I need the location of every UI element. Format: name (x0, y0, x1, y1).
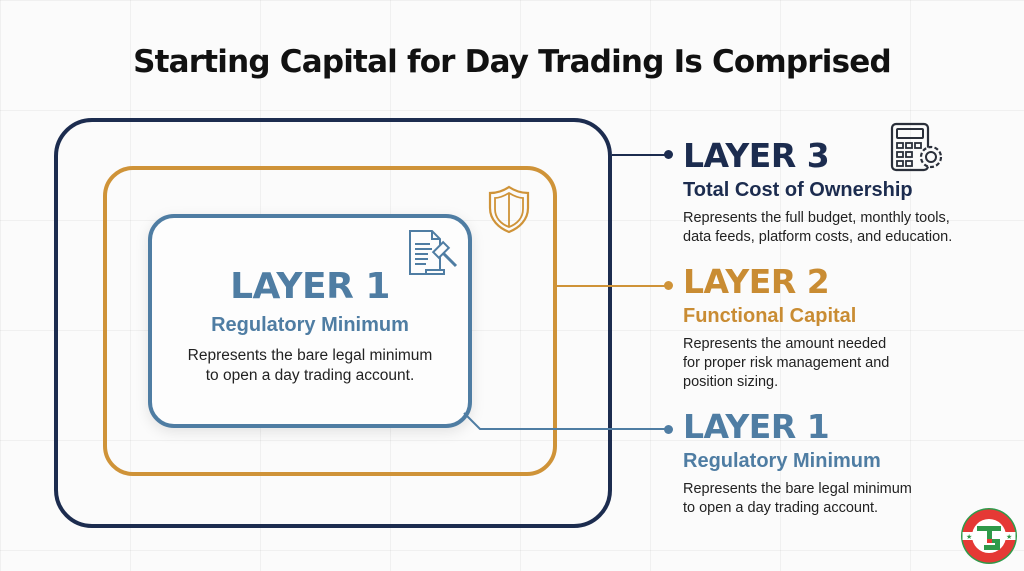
document-gavel-icon (409, 230, 458, 275)
layer-2-description: Represents the amount needed for proper … (683, 335, 889, 392)
brand-logo-icon: ★ ★ (961, 508, 1017, 564)
layer-2-connector-dot (664, 281, 673, 290)
page-title: Starting Capital for Day Trading Is Comp… (133, 44, 892, 80)
layer-2-heading: LAYER 2 (683, 262, 830, 301)
layer-1-heading: LAYER 1 (683, 407, 830, 446)
layer-2-legend: LAYER 2 Functional Capital Represents th… (683, 263, 889, 392)
svg-text:★: ★ (1006, 533, 1012, 541)
layer-2-desc-line-3: position sizing. (683, 374, 779, 390)
inner-desc-line-2: to open a day trading account. (205, 367, 415, 384)
layer-1-desc-line-1: Represents the bare legal minimum (683, 481, 912, 497)
layer-1-box: LAYER 1 Regulatory Minimum Represents th… (148, 214, 472, 428)
layer-2-box (103, 166, 557, 476)
layer-1-subtitle: Regulatory Minimum (683, 450, 881, 472)
layer-2-desc-line-1: Represents the amount needed (683, 336, 887, 352)
layer-3-subtitle: Total Cost of Ownership (683, 179, 913, 201)
layer-2-subtitle: Functional Capital (683, 305, 857, 327)
calculator-gear-icon (890, 122, 943, 172)
layer-3-desc-line-2: data feeds, platform costs, and educatio… (683, 229, 953, 245)
layer-1-legend: LAYER 1 Regulatory Minimum Represents th… (683, 408, 912, 518)
layer-3-legend: LAYER 3 Total Cost of Ownership Represen… (683, 137, 952, 247)
layer-2-connector (557, 285, 668, 287)
layer-3-connector-dot (664, 150, 673, 159)
inner-desc-line-1: Represents the bare legal minimum (187, 347, 433, 364)
svg-text:★: ★ (966, 533, 972, 541)
layer-2-desc-line-2: for proper risk management and (683, 355, 890, 371)
layer-3-connector (612, 154, 668, 156)
layer-1-description: Represents the bare legal minimum to ope… (683, 480, 912, 518)
inner-layer-heading: LAYER 1 (230, 266, 390, 307)
layer-3-description: Represents the full budget, monthly tool… (683, 209, 952, 247)
inner-layer-subtitle: Regulatory Minimum (211, 314, 409, 336)
inner-layer-description: Represents the bare legal minimum to ope… (152, 346, 468, 386)
layer-1-connector-dot (664, 425, 673, 434)
layer-3-desc-line-1: Represents the full budget, monthly tool… (683, 210, 950, 226)
layer-3-heading: LAYER 3 (683, 136, 830, 175)
layer-1-desc-line-2: to open a day trading account. (683, 500, 879, 516)
shield-icon (488, 185, 530, 234)
layer-1-connector (463, 412, 666, 430)
layer-3-box (54, 118, 612, 528)
